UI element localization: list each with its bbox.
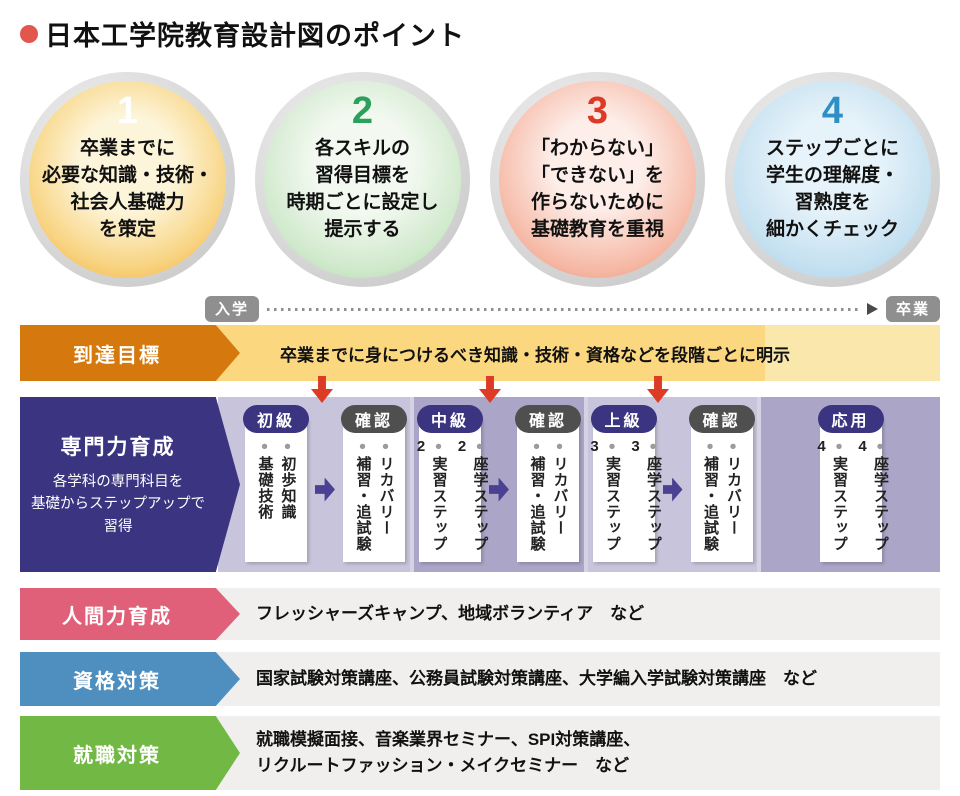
step-card-beginner: 初級 初歩知識 基礎技術 — [243, 405, 309, 562]
point-circle-2: 2 各スキルの 習得目標を 時期ごとに設定し 提示する — [255, 72, 470, 287]
check-badge: 確認 — [341, 405, 407, 433]
step-item: 実習ステップ3 — [585, 439, 621, 562]
certification-text: 国家試験対策講座、公務員試験対策講座、大学編入学試験対策講座 など — [256, 668, 817, 688]
employment-text: 就職模擬面接、音楽業界セミナー、SPI対策講座、 リクルートファッション・メイク… — [256, 729, 641, 775]
step-arrow-icon — [489, 477, 509, 502]
step-item: 補習・追試験 — [528, 439, 546, 562]
goal-label: 到達目標 — [20, 325, 240, 381]
point-number-1: 1 — [116, 90, 139, 132]
point-number-3: 3 — [586, 90, 609, 132]
section-advanced: 上級 座学ステップ3 実習ステップ3 確認 リカバリー 補習・追試験 — [588, 397, 757, 572]
point-text-1: 卒業までに 必要な知識・技術・ 社会人基礎力 を策定 — [41, 137, 213, 241]
graduation-badge: 卒業 — [885, 296, 940, 322]
timeline-dotted-line — [267, 307, 861, 311]
step-item: リカバリー — [724, 439, 742, 562]
step-item: 基礎技術 — [256, 439, 274, 562]
step-item: 座学ステップ2 — [453, 439, 489, 562]
step-card-applied: 応用 座学ステップ4 実習ステップ4 — [817, 405, 889, 562]
point-circle-3: 3 「わからない」 「できない」を 作らないために 基礎教育を重視 — [490, 72, 705, 287]
points-row: 1 卒業までに 必要な知識・技術・ 社会人基礎力 を策定 2 各スキルの 習得目… — [20, 72, 940, 287]
page-header: 日本工学院教育設計図のポイント — [20, 14, 465, 53]
specialist-label: 専門力育成 各学科の専門科目を 基礎からステップアップで 習得 — [20, 397, 240, 572]
page-title: 日本工学院教育設計図のポイント — [45, 21, 465, 51]
specialist-label-title: 専門力育成 — [60, 435, 176, 459]
check-card: 確認 リカバリー 補習・追試験 — [341, 405, 407, 562]
step-item: 補習・追試験 — [701, 439, 719, 562]
employment-row: 就職対策 就職模擬面接、音楽業界セミナー、SPI対策講座、 リクルートファッショ… — [20, 716, 940, 790]
step-item: 初歩知識 — [279, 439, 297, 562]
specialist-sections: 初級 初歩知識 基礎技術 確認 リカバリー 補習・追試験 — [218, 397, 940, 572]
level-badge: 応用 — [817, 405, 884, 433]
section-intermediate: 中級 座学ステップ2 実習ステップ2 確認 リカバリー 補習・追試験 — [414, 397, 584, 572]
step-arrow-icon — [315, 477, 335, 502]
check-card: 確認 リカバリー 補習・追試験 — [515, 405, 581, 562]
check-card: 確認 リカバリー 補習・追試験 — [688, 405, 755, 562]
step-item: 実習ステップ2 — [412, 439, 448, 562]
section-beginner: 初級 初歩知識 基礎技術 確認 リカバリー 補習・追試験 — [218, 397, 410, 572]
timeline: 入学 卒業 — [205, 296, 940, 322]
specialist-band: 専門力育成 各学科の専門科目を 基礎からステップアップで 習得 初級 初歩知識 … — [20, 397, 940, 572]
goal-row: 到達目標 卒業までに身につけるべき知識・技術・資格などを段階ごとに明示 — [20, 325, 940, 381]
point-text-3: 「わからない」 「できない」を 作らないために 基礎教育を重視 — [530, 137, 664, 241]
step-item: 補習・追試験 — [354, 439, 372, 562]
step-card-intermediate: 中級 座学ステップ2 実習ステップ2 — [417, 405, 489, 562]
point-text-2: 各スキルの 習得目標を 時期ごとに設定し 提示する — [286, 137, 439, 241]
step-item: 実習ステップ4 — [812, 439, 848, 562]
check-badge: 確認 — [515, 405, 581, 433]
bullet-dot-icon — [20, 24, 38, 43]
human-skill-label: 人間力育成 — [20, 588, 240, 640]
employment-label: 就職対策 — [20, 716, 240, 790]
step-item: リカバリー — [377, 439, 395, 562]
step-item: リカバリー — [551, 439, 569, 562]
step-item: 座学ステップ4 — [853, 439, 889, 562]
point-circle-4: 4 ステップごとに 学生の理解度・ 習熟度を 細かくチェック — [725, 72, 940, 287]
point-text-4: ステップごとに 学生の理解度・ 習熟度を 細かくチェック — [765, 137, 899, 241]
arrow-right-icon — [866, 303, 878, 315]
step-card-advanced: 上級 座学ステップ3 実習ステップ3 — [590, 405, 662, 562]
step-arrow-icon — [662, 477, 683, 502]
level-badge: 初級 — [243, 405, 309, 433]
check-badge: 確認 — [688, 405, 755, 433]
enrollment-badge: 入学 — [205, 296, 260, 322]
specialist-label-description: 各学科の専門科目を 基礎からステップアップで 習得 — [31, 473, 205, 535]
point-circle-1: 1 卒業までに 必要な知識・技術・ 社会人基礎力 を策定 — [20, 72, 235, 287]
certification-label: 資格対策 — [20, 652, 240, 706]
section-applied: 応用 座学ステップ4 実習ステップ4 — [761, 397, 940, 572]
level-badge: 上級 — [590, 405, 657, 433]
point-number-2: 2 — [351, 90, 374, 132]
goal-text: 卒業までに身につけるべき知識・技術・資格などを段階ごとに明示 — [280, 345, 790, 365]
human-skill-row: 人間力育成 フレッシャーズキャンプ、地域ボランティア など — [20, 588, 940, 640]
level-badge: 中級 — [417, 405, 483, 433]
human-skill-text: フレッシャーズキャンプ、地域ボランティア など — [256, 603, 645, 623]
point-number-4: 4 — [821, 90, 844, 132]
step-item: 座学ステップ3 — [626, 439, 662, 562]
certification-row: 資格対策 国家試験対策講座、公務員試験対策講座、大学編入学試験対策講座 など — [20, 652, 940, 706]
